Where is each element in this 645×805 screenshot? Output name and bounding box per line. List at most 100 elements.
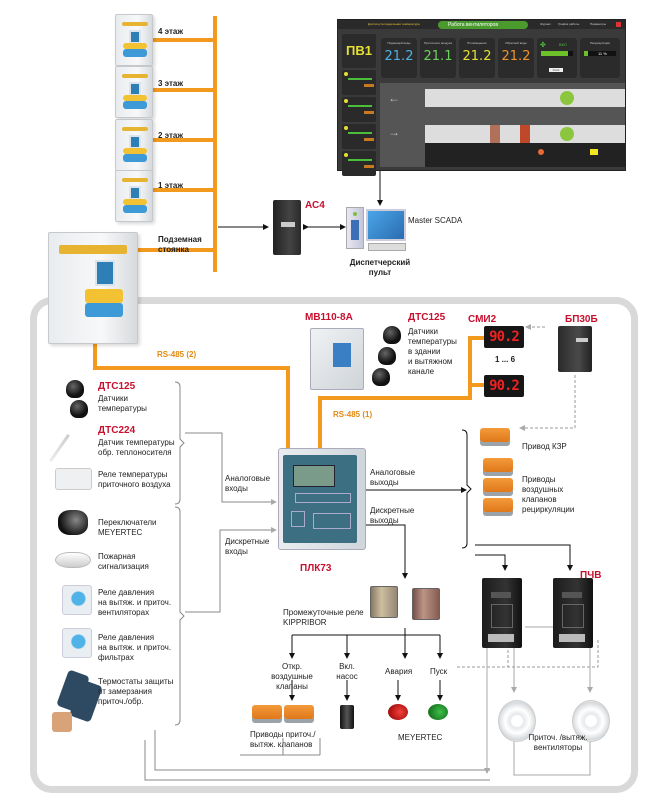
- fan-icon: [498, 700, 536, 742]
- scada-screen: Достигнута предельная температура Работа…: [337, 19, 626, 176]
- dispatcher-label-line1: Диспетчерский: [349, 258, 411, 267]
- temperature-sensor-icon: [378, 347, 396, 365]
- floor-label-3: 3 этаж: [158, 79, 184, 88]
- kzr-actuator-icon: [480, 428, 510, 442]
- damper-drives-label: Приводы приточ./вытяж. клапанов: [250, 730, 316, 749]
- scada-params-button[interactable]: Параметры: [590, 22, 606, 26]
- vfd-2: [553, 578, 593, 648]
- rs485-bus-top: [135, 16, 217, 272]
- smi2-display-2: 90.2: [484, 375, 524, 397]
- plc73-label: ПЛК73: [300, 563, 332, 574]
- floor-cabinet-2: [115, 119, 153, 171]
- scada-status-button[interactable]: Работа вентиляторов: [438, 21, 528, 29]
- dispatcher-label: Диспетчерский пульт: [345, 258, 415, 278]
- bp30-label: БП30Б: [565, 314, 598, 325]
- scada-software-label: Master SCADA: [408, 216, 463, 225]
- mv110-module: [310, 328, 364, 390]
- parking-cabinet: [48, 232, 138, 344]
- dtc125-left-title: ДТС125: [98, 381, 136, 392]
- fans-label: Приточ. /вытяж.вентиляторы: [528, 733, 588, 752]
- exhaust-fan-indicator: [560, 91, 574, 105]
- plc73-controller: [278, 448, 366, 550]
- temperature-sensor-icon: [372, 368, 390, 386]
- damper-drive-icon: [252, 705, 282, 719]
- scada-side-unit[interactable]: [342, 97, 376, 122]
- parking-label-line1: Подземная: [158, 235, 202, 244]
- output-open-dampers: Откр.воздушные клапаны: [271, 662, 313, 691]
- parking-label: Подземная стоянка: [158, 235, 202, 255]
- smi2-display-1: 90.2: [484, 326, 524, 348]
- temperature-sensor-icon: [383, 326, 401, 344]
- scada-tile-recirc: Рециркуляция 11 %: [580, 38, 620, 78]
- scada-side-unit[interactable]: [342, 70, 376, 95]
- dtc224-title: ДТС224: [98, 425, 136, 436]
- alarm-lamp-icon: [388, 704, 408, 720]
- scada-close-icon[interactable]: [616, 22, 621, 27]
- smi2-range: 1 ... 6: [495, 355, 516, 364]
- valve-icon: [590, 149, 598, 155]
- mv110-label: МВ110-8А: [305, 312, 353, 323]
- rs485-2-line: [93, 336, 485, 450]
- temperature-sensor-icon: [70, 400, 88, 418]
- supply-fan-indicator: [560, 127, 574, 141]
- dispatcher-label-line2: пульт: [368, 268, 392, 277]
- scada-journal-button[interactable]: Журнал: [540, 22, 551, 26]
- rs485-1-label: RS-485 (1): [333, 410, 373, 419]
- scada-side-unit[interactable]: [342, 151, 376, 176]
- fan-icon: ✤: [540, 42, 546, 49]
- scada-warning: Достигнута предельная температура: [368, 22, 420, 26]
- recirc-actuator-icon: [483, 458, 513, 472]
- bp30-power-supply: [558, 326, 592, 372]
- floor-label-4: 4 этаж: [158, 27, 184, 36]
- parking-label-line2: стоянка: [158, 245, 189, 254]
- scada-tile-fan: ✤ ВКЛ Стоп: [537, 38, 577, 78]
- fan-stop-button[interactable]: Стоп: [549, 68, 563, 72]
- temperature-sensor-icon: [66, 380, 84, 398]
- controller-boundary-frame: [30, 297, 638, 793]
- fan-status: ВКЛ: [559, 42, 567, 47]
- supply-arrow-icon: →: [388, 125, 400, 139]
- ac4-label: АС4: [305, 200, 325, 211]
- vfd-1: [482, 578, 522, 648]
- recirc-actuator-icon: [483, 498, 513, 512]
- thermostat-relay-icon: [55, 468, 92, 490]
- floor-label-2: 2 этаж: [158, 131, 184, 140]
- scada-schedule-button[interactable]: График работы: [558, 22, 580, 26]
- scada-side-unit[interactable]: [342, 124, 376, 149]
- pump-icon: [340, 705, 354, 729]
- ac4-converter: [273, 200, 301, 255]
- meyertec-label: MEYERTEC: [398, 733, 443, 742]
- pressure-relay-filters-icon: [62, 628, 92, 658]
- fan-icon: [572, 700, 610, 742]
- capillary-coil-icon: [52, 712, 72, 732]
- relay-icon: [412, 588, 440, 620]
- meyertec-switch-icon: [58, 510, 88, 535]
- pump-icon: [538, 149, 544, 155]
- kzr-label: Привод КЗР: [522, 442, 567, 451]
- rs485-2-label: RS-485 (2): [157, 350, 197, 359]
- fire-alarm-icon: [55, 552, 91, 568]
- scada-duct-diagram: ← →: [380, 83, 625, 167]
- floor-cabinet-3: [115, 66, 153, 118]
- relay-icon: [370, 586, 398, 618]
- output-alarm: Авария: [385, 667, 413, 676]
- output-pump-on: Вкл.насос: [336, 662, 358, 681]
- dtc125-top-title: ДТС125: [408, 312, 446, 323]
